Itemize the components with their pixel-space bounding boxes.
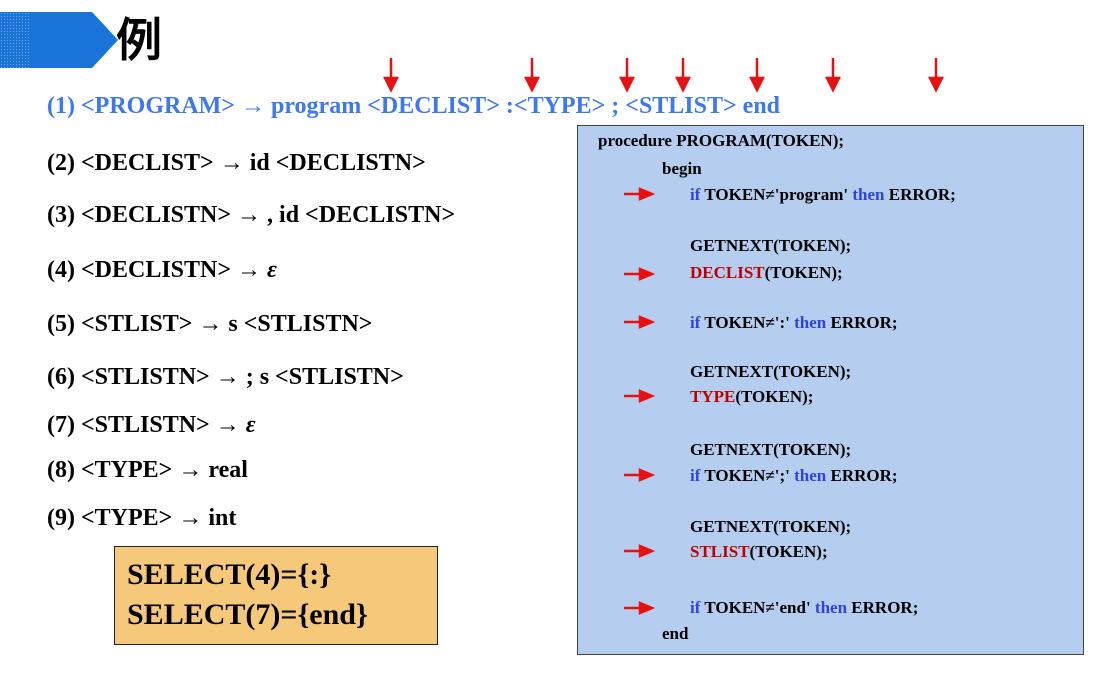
procedure-arrows bbox=[624, 187, 656, 615]
grammar-rule: (6) <STLISTN> → ; s <STLISTN> bbox=[47, 364, 404, 390]
end-keyword: end bbox=[662, 624, 689, 643]
grammar-rule: (1) <PROGRAM> → program <DECLIST> :<TYPE… bbox=[47, 93, 781, 119]
stlist-call: STLIST bbox=[690, 542, 750, 561]
grammar-rule: (7) <STLISTN> → ε bbox=[47, 410, 256, 440]
code-line-getnext: GETNEXT(TOKEN); bbox=[690, 517, 852, 536]
down-arrow-icon bbox=[748, 76, 766, 93]
code-line-if-colon: if TOKEN≠':' then ERROR; bbox=[690, 313, 898, 333]
condition-text: TOKEN≠'end' bbox=[704, 598, 811, 617]
code-line-if-program: if TOKEN≠'program' then ERROR; bbox=[690, 185, 956, 205]
select-line: SELECT(4)={:} bbox=[127, 558, 332, 591]
code-line-getnext: GETNEXT(TOKEN); bbox=[690, 236, 852, 255]
grammar-rule: (4) <DECLISTN> → ε bbox=[47, 255, 277, 285]
then-keyword: then bbox=[794, 313, 827, 332]
condition-text: TOKEN≠'program' bbox=[704, 185, 849, 204]
right-arrow-icon bbox=[638, 544, 656, 558]
down-arrow-icon bbox=[523, 76, 541, 93]
rule-text: (7) <STLISTN> → bbox=[47, 412, 246, 438]
epsilon-symbol: ε bbox=[245, 412, 256, 438]
then-keyword: then bbox=[814, 598, 848, 617]
code-line-getnext: GETNEXT(TOKEN); bbox=[690, 362, 852, 381]
code-line-if-end: if TOKEN≠'end' then ERROR; bbox=[690, 598, 918, 618]
grammar-rule: (8) <TYPE> → real bbox=[47, 457, 248, 483]
code-line-stlist: STLIST(TOKEN); bbox=[690, 542, 828, 562]
begin-keyword: begin bbox=[662, 159, 702, 178]
code-line-if-semicolon: if TOKEN≠';' then ERROR; bbox=[690, 466, 898, 486]
error-call: ERROR; bbox=[888, 185, 956, 204]
code-line-declist: DECLIST(TOKEN); bbox=[690, 263, 843, 283]
down-arrow-icon bbox=[674, 76, 692, 93]
then-keyword: then bbox=[852, 185, 885, 204]
procedure-panel: procedure PROGRAM(TOKEN); begin if TOKEN… bbox=[577, 125, 1084, 655]
select-line: SELECT(7)={end} bbox=[127, 598, 368, 631]
type-call: TYPE bbox=[690, 387, 736, 406]
rule-text: (4) <DECLISTN> → bbox=[47, 257, 268, 283]
error-call: ERROR; bbox=[830, 466, 898, 485]
grammar-rule: (2) <DECLIST> → id <DECLISTN> bbox=[47, 150, 426, 176]
if-keyword: if bbox=[690, 185, 701, 204]
epsilon-symbol: ε bbox=[267, 257, 277, 283]
page-title: 例 bbox=[116, 13, 162, 67]
procedure-header: procedure PROGRAM(TOKEN); bbox=[598, 131, 845, 150]
code-line-getnext: GETNEXT(TOKEN); bbox=[690, 440, 852, 459]
error-call: ERROR; bbox=[830, 313, 898, 332]
down-arrow-icon bbox=[382, 76, 400, 93]
down-arrow-icon bbox=[618, 76, 636, 93]
right-arrow-icon bbox=[638, 315, 656, 329]
declist-call: DECLIST bbox=[690, 263, 765, 282]
condition-text: TOKEN≠':' bbox=[704, 313, 790, 332]
if-keyword: if bbox=[690, 466, 701, 485]
error-call: ERROR; bbox=[851, 598, 919, 617]
grammar-rule: (9) <TYPE> → int bbox=[47, 505, 237, 531]
then-keyword: then bbox=[794, 466, 827, 485]
code-line-type: TYPE(TOKEN); bbox=[690, 387, 813, 407]
right-arrow-icon bbox=[638, 267, 656, 281]
title-banner bbox=[0, 12, 120, 68]
condition-text: TOKEN≠';' bbox=[704, 466, 790, 485]
right-arrow-icon bbox=[638, 187, 656, 201]
call-args: (TOKEN); bbox=[735, 387, 814, 406]
grammar-rule: (5) <STLIST> → s <STLISTN> bbox=[47, 311, 373, 337]
right-arrow-icon bbox=[638, 468, 656, 482]
if-keyword: if bbox=[690, 598, 701, 617]
select-set-box: SELECT(4)={:} SELECT(7)={end} bbox=[114, 546, 438, 645]
rule1-arrows bbox=[382, 58, 945, 93]
if-keyword: if bbox=[690, 313, 701, 332]
right-arrow-icon bbox=[638, 389, 656, 403]
call-args: (TOKEN); bbox=[749, 542, 828, 561]
down-arrow-icon bbox=[824, 76, 842, 93]
down-arrow-icon bbox=[927, 76, 945, 93]
call-args: (TOKEN); bbox=[764, 263, 843, 282]
title-chevron-icon bbox=[0, 12, 118, 68]
right-arrow-icon bbox=[638, 601, 656, 615]
grammar-rule: (3) <DECLISTN> → , id <DECLISTN> bbox=[47, 202, 456, 228]
